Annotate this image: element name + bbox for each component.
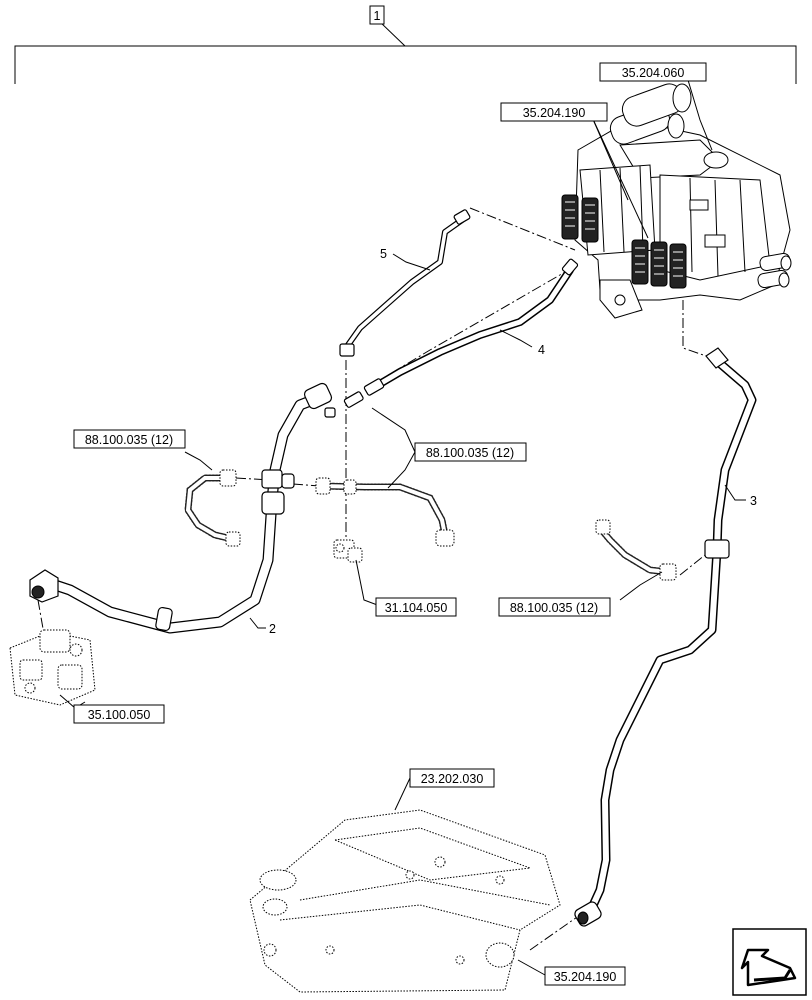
- svg-text:35.204.190: 35.204.190: [523, 106, 586, 120]
- svg-text:88.100.035 (12): 88.100.035 (12): [85, 433, 173, 447]
- assembly-number: 1: [374, 9, 381, 23]
- svg-text:88.100.035 (12): 88.100.035 (12): [426, 446, 514, 460]
- item-number-3: 3: [750, 494, 757, 508]
- callout-fitting-center[interactable]: 88.100.035 (12): [414, 442, 527, 462]
- svg-text:31.104.050: 31.104.050: [385, 601, 448, 615]
- dotted-hose-right: [595, 519, 677, 581]
- pump-part: [9, 629, 96, 706]
- callout-valve-sections[interactable]: 35.204.190: [500, 102, 608, 122]
- pipe-3: [574, 347, 757, 927]
- sensor-part: [333, 539, 363, 563]
- pipe-5: [339, 209, 471, 357]
- assembly-bracket: [14, 21, 797, 84]
- item-number-4: 4: [538, 343, 545, 357]
- callout-sensor[interactable]: 31.104.050: [375, 597, 457, 617]
- svg-text:35.204.060: 35.204.060: [622, 66, 685, 80]
- callout-housing-pipe[interactable]: 35.204.190: [544, 966, 626, 986]
- svg-text:23.202.030: 23.202.030: [421, 772, 484, 786]
- item-number-5: 5: [380, 247, 387, 261]
- callout-fitting-right[interactable]: 88.100.035 (12): [498, 597, 611, 617]
- dotted-hose-center: [315, 477, 455, 547]
- svg-text:35.100.050: 35.100.050: [88, 708, 151, 722]
- next-page-arrow-icon[interactable]: [732, 928, 807, 996]
- svg-text:88.100.035 (12): 88.100.035 (12): [510, 601, 598, 615]
- dotted-hose-left: [184, 469, 241, 547]
- svg-text:35.204.190: 35.204.190: [554, 970, 617, 984]
- callout-housing[interactable]: 23.202.030: [409, 768, 495, 788]
- hose-4: [324, 258, 579, 418]
- control-valve-block: [561, 83, 792, 319]
- housing-part: [249, 809, 561, 993]
- callout-fitting-left[interactable]: 88.100.035 (12): [73, 429, 186, 449]
- item-number-2: 2: [269, 622, 276, 636]
- hose-2: [29, 382, 333, 634]
- callout-pump[interactable]: 35.100.050: [73, 704, 165, 724]
- assembly-callout-1[interactable]: 1: [369, 5, 385, 25]
- callout-valve-top[interactable]: 35.204.060: [599, 62, 707, 82]
